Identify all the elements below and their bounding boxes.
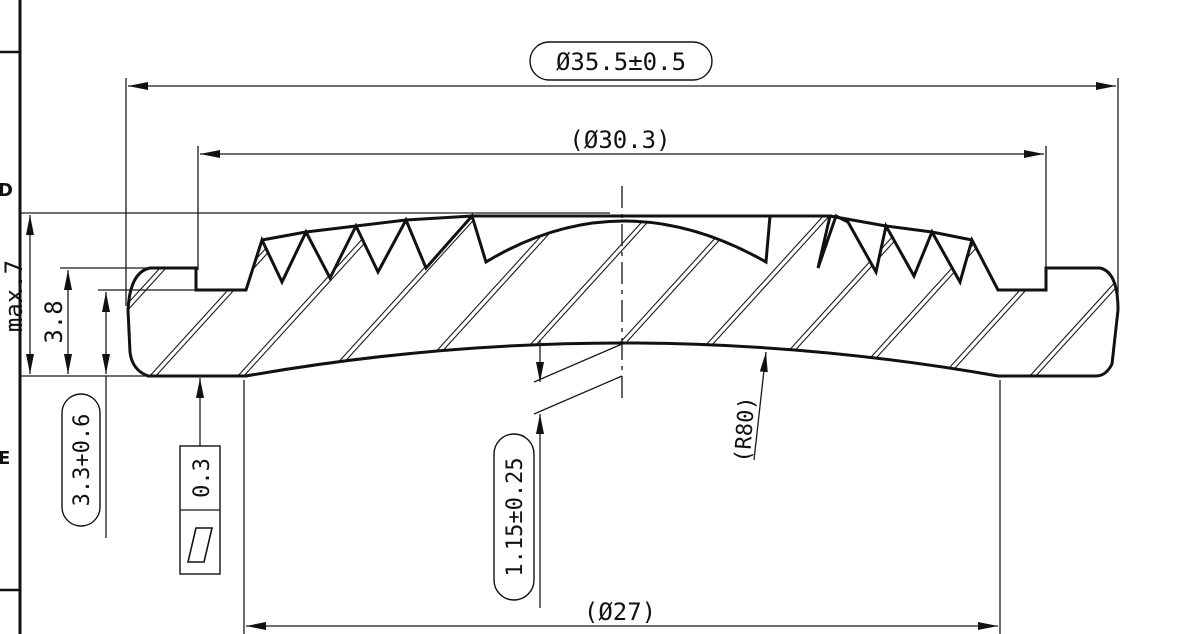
zone-letter-e: E (0, 448, 10, 469)
title-block-border: D E (0, 0, 22, 634)
dimension-base-thickness: 3.3+0.6 (61, 289, 196, 538)
dimension-ref-diameter-top: (Ø30.3) (197, 126, 1047, 270)
dimension-height: 3.8 (40, 267, 150, 374)
base-thickness-label: 3.3+0.6 (70, 414, 95, 507)
flatness-callout: 0.3 (179, 378, 221, 575)
zone-letter-d: D (0, 180, 13, 201)
dome-depth-label: 1.15±0.25 (503, 457, 528, 576)
flatness-icon (186, 527, 214, 563)
height-label: 3.8 (40, 300, 68, 343)
dimension-max-height: max.7 (0, 212, 610, 377)
dimension-dome-depth: 1.15±0.25 (493, 340, 623, 608)
ref-diameter-bottom-label: (Ø27) (584, 598, 656, 626)
flatness-tolerance: 0.3 (190, 458, 215, 498)
ref-diameter-top-label: (Ø30.3) (569, 126, 670, 154)
dimension-radius: (R80) (731, 351, 768, 464)
dimension-ref-diameter-bottom: (Ø27) (243, 380, 1001, 634)
max-height-label: max.7 (0, 260, 28, 332)
outer-diameter-label: Ø35.5±0.5 (556, 48, 686, 76)
dimension-outer-diameter: Ø35.5±0.5 (125, 41, 1119, 306)
radius-label: (R80) (731, 396, 761, 464)
